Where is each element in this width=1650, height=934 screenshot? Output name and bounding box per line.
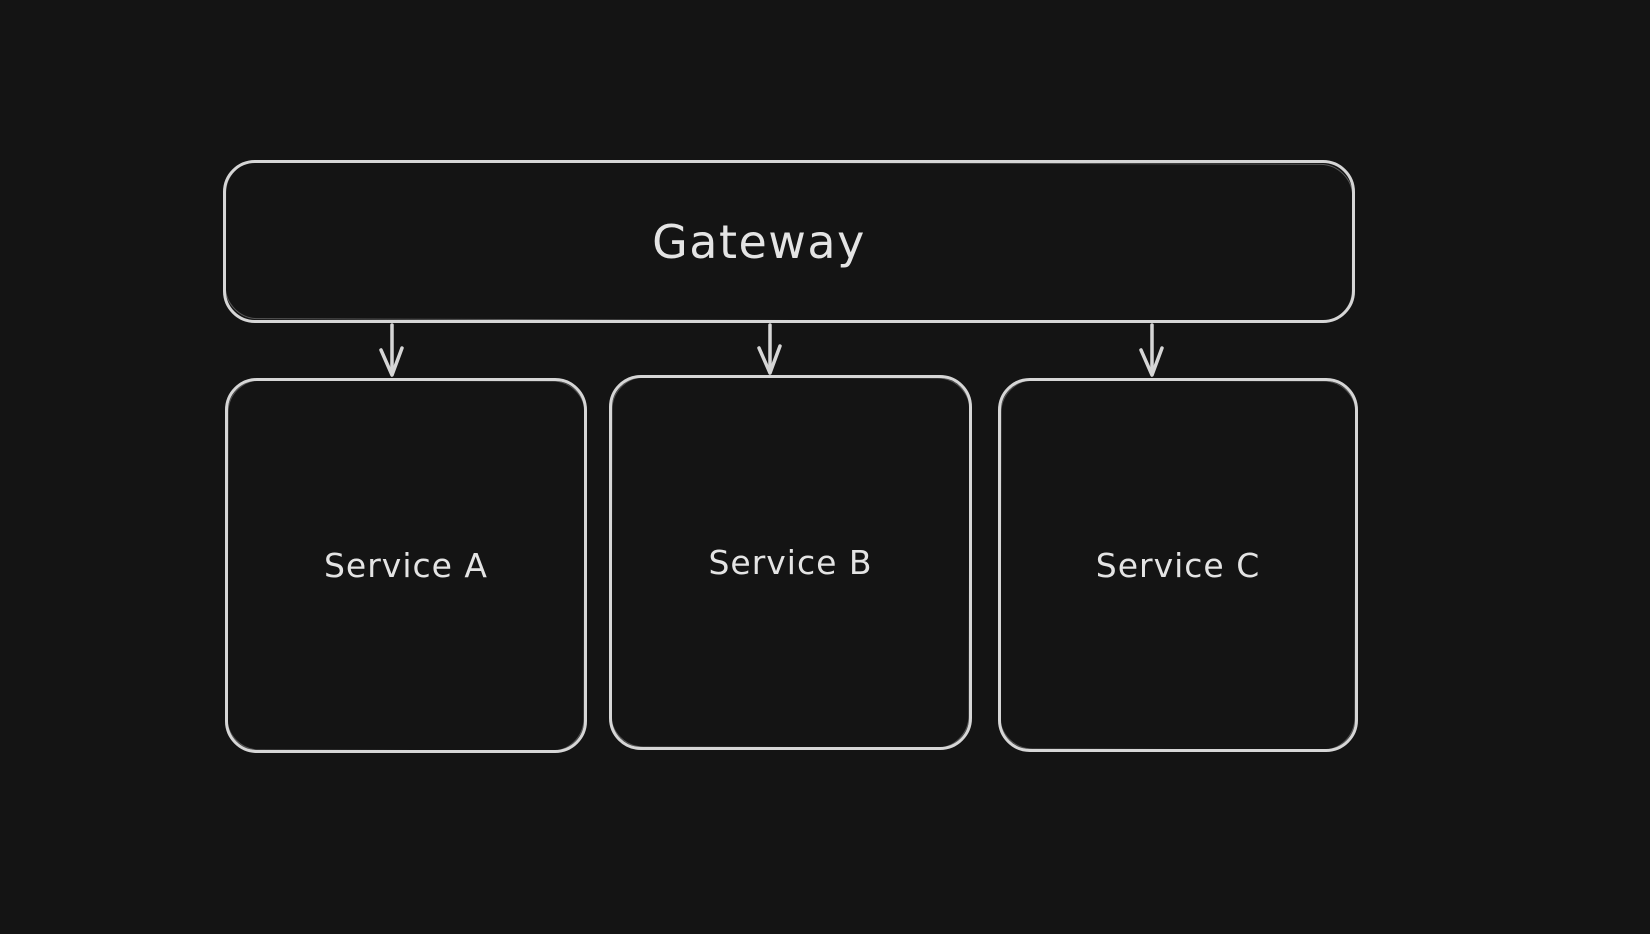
arrow-gateway-to-service-b[interactable] (757, 323, 782, 375)
node-gateway-label: Gateway (652, 214, 866, 269)
node-service-b[interactable]: Service B (609, 375, 972, 750)
arrow-gateway-to-service-c[interactable] (1139, 323, 1164, 377)
node-service-a[interactable]: Service A (225, 378, 587, 753)
arrow-gateway-to-service-a[interactable] (379, 323, 404, 377)
node-service-c[interactable]: Service C (998, 378, 1358, 752)
node-service-b-label: Service B (708, 543, 873, 582)
node-gateway[interactable]: Gateway (223, 160, 1355, 323)
node-service-c-label: Service C (1095, 545, 1261, 585)
node-service-a-label: Service A (323, 546, 489, 585)
